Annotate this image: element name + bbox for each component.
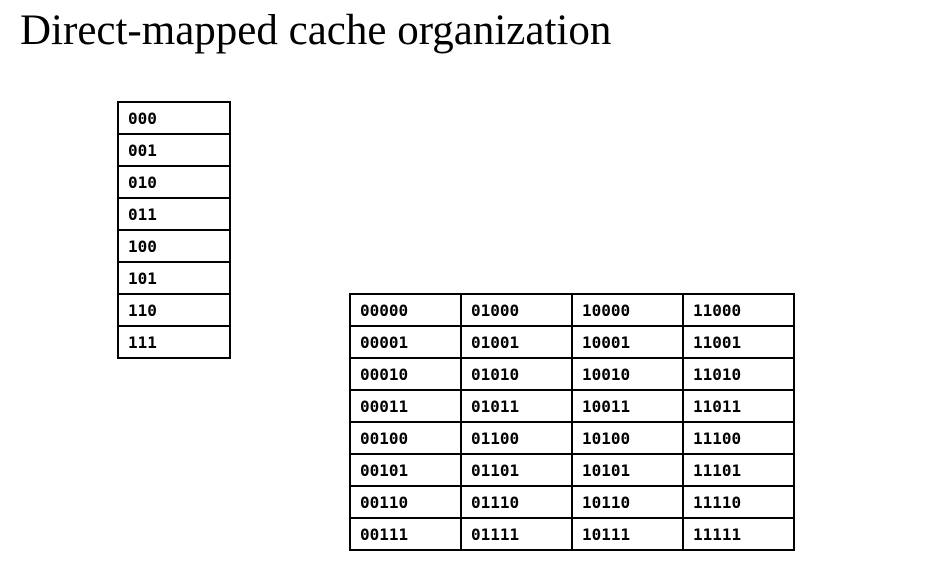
memory-address-cell: 00111 — [349, 517, 462, 551]
cache-index-cell: 100 — [117, 229, 231, 263]
memory-address-cell: 00001 — [349, 325, 462, 359]
memory-address-cell: 00011 — [349, 389, 462, 423]
memory-address-cell: 11110 — [682, 485, 795, 519]
memory-address-cell: 10101 — [571, 453, 684, 487]
memory-address-cell: 01110 — [460, 485, 573, 519]
table-row: 010 — [117, 165, 231, 199]
memory-address-cell: 11101 — [682, 453, 795, 487]
cache-index-cell: 010 — [117, 165, 231, 199]
memory-address-cell: 10100 — [571, 421, 684, 455]
memory-address-cell: 00101 — [349, 453, 462, 487]
cache-index-cell: 111 — [117, 325, 231, 359]
cache-index-cell: 001 — [117, 133, 231, 167]
memory-address-cell: 01000 — [460, 293, 573, 327]
memory-address-cell: 11010 — [682, 357, 795, 391]
memory-address-cell: 01101 — [460, 453, 573, 487]
table-row: 101 — [117, 261, 231, 295]
memory-address-cell: 01111 — [460, 517, 573, 551]
memory-address-cell: 00100 — [349, 421, 462, 455]
memory-address-cell: 00110 — [349, 485, 462, 519]
memory-address-cell: 01010 — [460, 357, 573, 391]
cache-index-cell: 101 — [117, 261, 231, 295]
cache-index-cell: 000 — [117, 101, 231, 135]
table-row: 110 — [117, 293, 231, 327]
memory-address-cell: 01100 — [460, 421, 573, 455]
memory-address-cell: 11111 — [682, 517, 795, 551]
table-row: 111 — [117, 325, 231, 359]
table-row: 000 — [117, 101, 231, 135]
memory-address-cell: 10000 — [571, 293, 684, 327]
page-title: Direct-mapped cache organization — [20, 7, 612, 54]
memory-address-cell: 10110 — [571, 485, 684, 519]
table-row: 100 — [117, 229, 231, 263]
memory-address-cell: 11001 — [682, 325, 795, 359]
memory-address-cell: 10011 — [571, 389, 684, 423]
table-row: 011 — [117, 197, 231, 231]
memory-address-cell: 11100 — [682, 421, 795, 455]
memory-address-cell: 11000 — [682, 293, 795, 327]
table-row: 001 — [117, 133, 231, 167]
memory-address-cell: 10001 — [571, 325, 684, 359]
memory-address-cell: 01011 — [460, 389, 573, 423]
memory-address-cell: 10111 — [571, 517, 684, 551]
memory-address-cell: 00000 — [349, 293, 462, 327]
cache-index-cell: 011 — [117, 197, 231, 231]
memory-address-cell: 10010 — [571, 357, 684, 391]
memory-address-cell: 11011 — [682, 389, 795, 423]
memory-address-cell: 01001 — [460, 325, 573, 359]
memory-address-cell: 00010 — [349, 357, 462, 391]
cache-index-cell: 110 — [117, 293, 231, 327]
